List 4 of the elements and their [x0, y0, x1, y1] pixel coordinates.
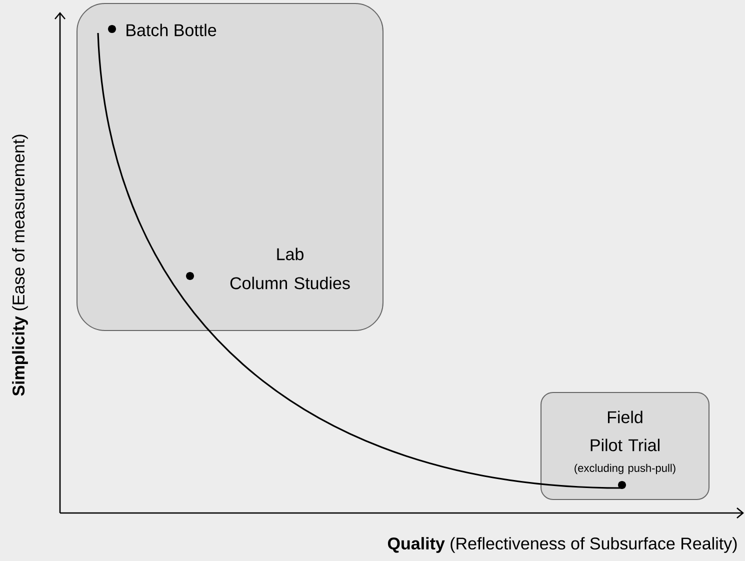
- point-label: Batch Bottle: [126, 24, 216, 36]
- axis-title: Simplicity (Ease of measurement): [12, 134, 28, 396]
- axis-title: Quality (Reflectiveness of Subsurface Reality): [388, 537, 737, 553]
- region-box: Field Pilot Trial (excluding push-pull): [540, 392, 710, 500]
